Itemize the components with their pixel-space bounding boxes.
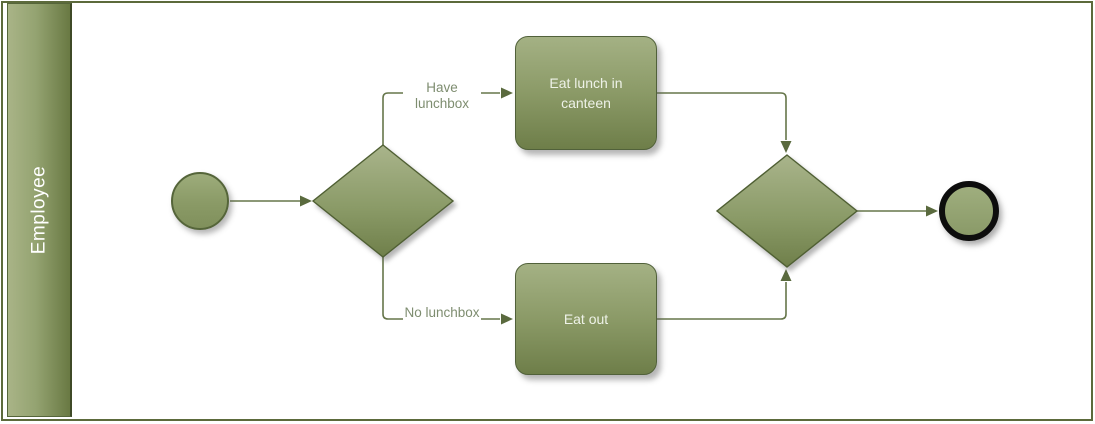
- task-label: Eat lunch in canteen: [549, 75, 623, 111]
- arrowhead-merge-to-end: [926, 205, 938, 217]
- edge-canteen-to-merge[interactable]: [657, 92, 787, 140]
- edge-eat-out-to-merge[interactable]: [657, 282, 787, 320]
- gateway-merge-diamond[interactable]: [715, 154, 859, 268]
- end-event-circle[interactable]: [939, 181, 999, 241]
- lane-header-employee[interactable]: Employee: [7, 3, 72, 417]
- edge-label-have-lunchbox: Have lunchbox: [403, 80, 481, 112]
- arrowhead-start-to-split: [300, 195, 312, 207]
- task-eat-out[interactable]: Eat out: [515, 263, 657, 375]
- arrowhead-split-to-canteen: [501, 87, 513, 99]
- edge-split-to-canteen[interactable]: [382, 92, 500, 146]
- edge-split-to-eat-out[interactable]: [382, 257, 500, 320]
- gateway-split-diamond[interactable]: [311, 144, 455, 258]
- arrowhead-canteen-to-merge: [780, 141, 792, 153]
- start-event-circle[interactable]: [171, 172, 229, 230]
- edge-label-no-lunchbox: No lunchbox: [403, 305, 481, 321]
- arrowhead-split-to-eat-out: [501, 313, 513, 325]
- task-label: Eat out: [563, 311, 609, 327]
- arrowhead-eat-out-to-merge: [780, 269, 792, 281]
- task-eat-lunch-in-canteen[interactable]: Eat lunch in canteen: [515, 36, 657, 150]
